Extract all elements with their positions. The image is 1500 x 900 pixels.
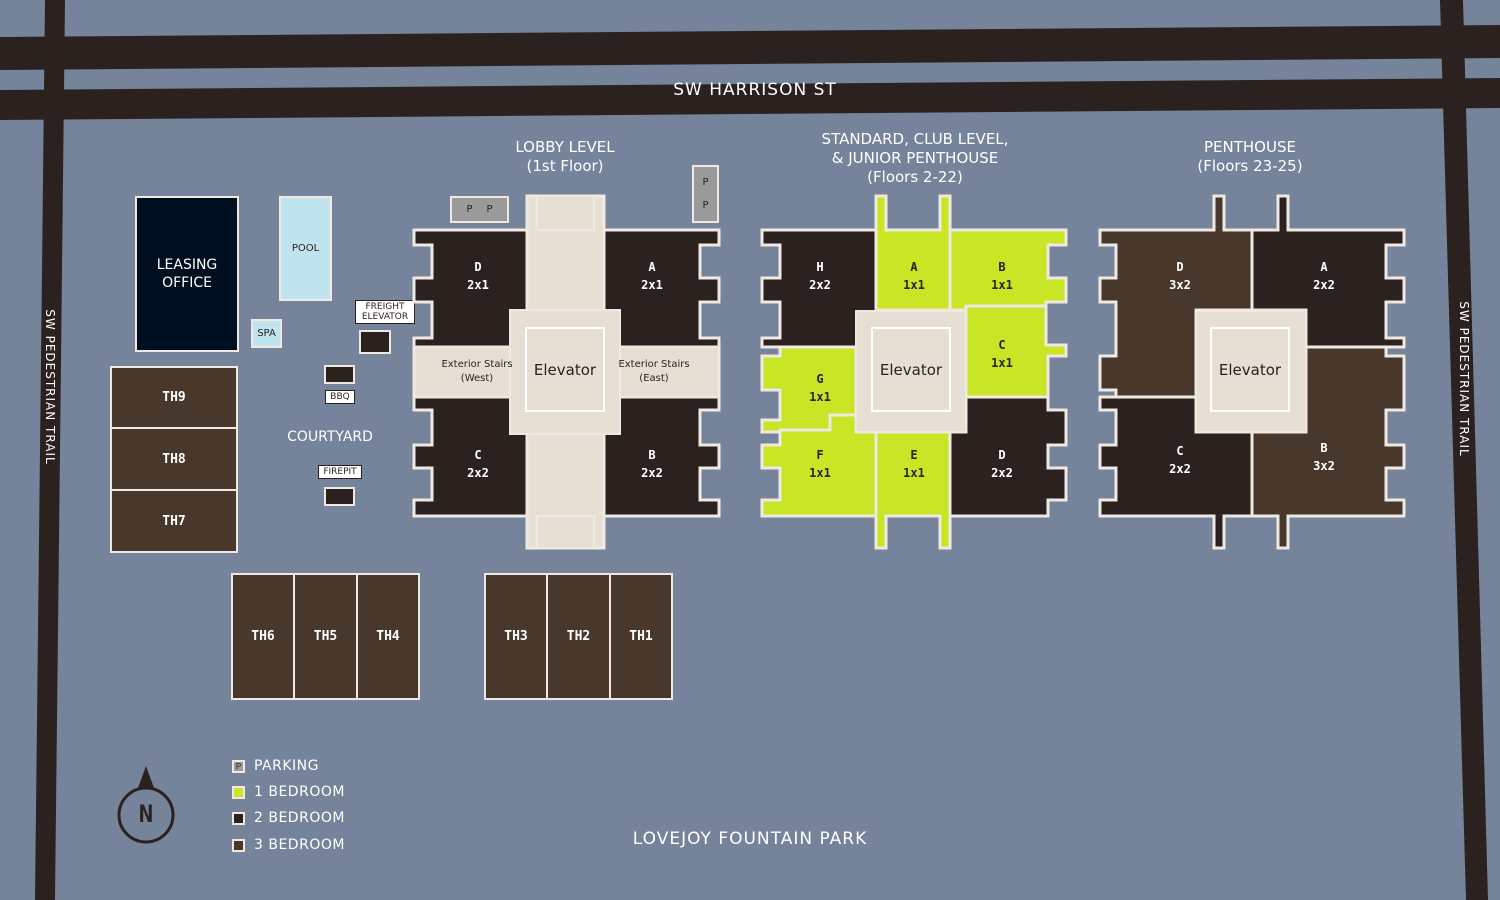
lobby-unit-c [412, 395, 529, 518]
standard-unit-d [948, 395, 1068, 518]
street-label-harrison: SW HARRISON ST [673, 80, 837, 100]
townhome-label: TH4 [376, 629, 400, 644]
townhome-label: TH6 [251, 629, 275, 644]
townhome-th7[interactable]: TH7 [110, 489, 238, 553]
parking-spot-vertical[interactable]: P P [692, 165, 719, 223]
firepit[interactable] [324, 487, 355, 506]
spa[interactable]: SPA [251, 319, 282, 348]
townhome-label: TH1 [629, 629, 653, 644]
stairs-east-line-1: Exterior Stairs [618, 359, 690, 370]
north-road-upper [0, 25, 1500, 70]
penthouse-subtitle: (Floors 23-25) [1197, 157, 1303, 175]
penthouse-unit-b [1250, 345, 1406, 550]
freight-elevator[interactable] [359, 330, 391, 354]
lobby-stairs-west: Exterior Stairs (West) [434, 358, 520, 386]
townhome-th8[interactable]: TH8 [110, 427, 238, 491]
townhome-label: TH2 [566, 629, 591, 644]
pool-label: POOL [291, 243, 320, 254]
compass-letter: N [138, 800, 154, 828]
lobby-elevator[interactable]: Elevator [525, 327, 605, 412]
spa-label: SPA [257, 328, 276, 339]
penthouse-title: PENTHOUSE [1204, 138, 1296, 156]
townhome-label: TH9 [162, 390, 186, 405]
leasing-office-label: LEASING OFFICE [156, 257, 218, 291]
standard-elevator[interactable]: Elevator [871, 327, 951, 412]
freight-elevator-tag: FREIGHT ELEVATOR [355, 300, 415, 324]
legend-swatch-parking: P [232, 759, 245, 773]
townhome-label: TH5 [313, 629, 338, 644]
legend-swatch-3-bedroom [232, 838, 245, 852]
parking-mark: P [466, 204, 473, 215]
east-road [1440, 0, 1488, 900]
north-road-lower [0, 78, 1500, 120]
legend-1-bedroom: 1 BEDROOM [232, 784, 345, 800]
park-label: LOVEJOY FOUNTAIN PARK [632, 829, 868, 849]
legend-parking-mark: P [235, 761, 242, 771]
legend-swatch-2-bedroom [232, 811, 245, 825]
legend-3-bedroom: 3 BEDROOM [232, 837, 345, 853]
standard-title-line-1: STANDARD, CLUB LEVEL, [821, 130, 1009, 148]
townhome-label: TH8 [162, 451, 186, 467]
leasing-office[interactable]: LEASING OFFICE [135, 196, 239, 352]
stairs-west-line-1: Exterior Stairs [441, 359, 513, 370]
parking-spot-pair[interactable]: P P [450, 196, 509, 223]
lobby-title: LOBBY LEVEL [515, 138, 615, 156]
townhome-th3[interactable]: TH3 [484, 573, 548, 700]
west-road [35, 0, 65, 900]
standard-subtitle: (Floors 2-22) [867, 168, 963, 186]
lobby-unit-a [602, 228, 721, 349]
townhome-th4[interactable]: TH4 [356, 573, 420, 700]
townhome-th2[interactable]: TH2 [546, 573, 611, 700]
parking-mark: P [486, 204, 493, 215]
courtyard-label: COURTYARD [287, 429, 373, 445]
parking-mark: P [702, 177, 709, 188]
legend-label: PARKING [254, 758, 319, 774]
lobby-unit-b [602, 395, 721, 518]
townhome-label: TH7 [162, 513, 186, 529]
legend-label: 1 BEDROOM [254, 784, 345, 800]
legend-2-bedroom: 2 BEDROOM [232, 810, 345, 826]
lobby-subtitle: (1st Floor) [526, 157, 604, 175]
lobby-stairs-east: Exterior Stairs (East) [612, 358, 696, 386]
compass-icon [117, 766, 175, 844]
legend-parking: P PARKING [232, 758, 319, 774]
townhome-th1[interactable]: TH1 [609, 573, 673, 700]
stairs-west-line-2: (West) [460, 373, 494, 384]
legend-label: 3 BEDROOM [254, 837, 345, 853]
legend-swatch-1-bedroom [232, 785, 245, 799]
legend-label: 2 BEDROOM [254, 810, 345, 826]
bbq[interactable] [324, 365, 355, 384]
standard-unit-f [760, 413, 878, 518]
standard-title-line-2: & JUNIOR PENTHOUSE [831, 149, 999, 167]
pool[interactable]: POOL [279, 196, 332, 301]
penthouse-elevator[interactable]: Elevator [1210, 327, 1290, 412]
firepit-tag: FIREPIT [318, 465, 362, 479]
bbq-tag: BBQ [325, 390, 355, 404]
townhome-label: TH3 [504, 629, 528, 644]
parking-mark: P [702, 200, 709, 211]
stairs-east-line-2: (East) [639, 373, 669, 384]
townhome-th6[interactable]: TH6 [231, 573, 295, 700]
